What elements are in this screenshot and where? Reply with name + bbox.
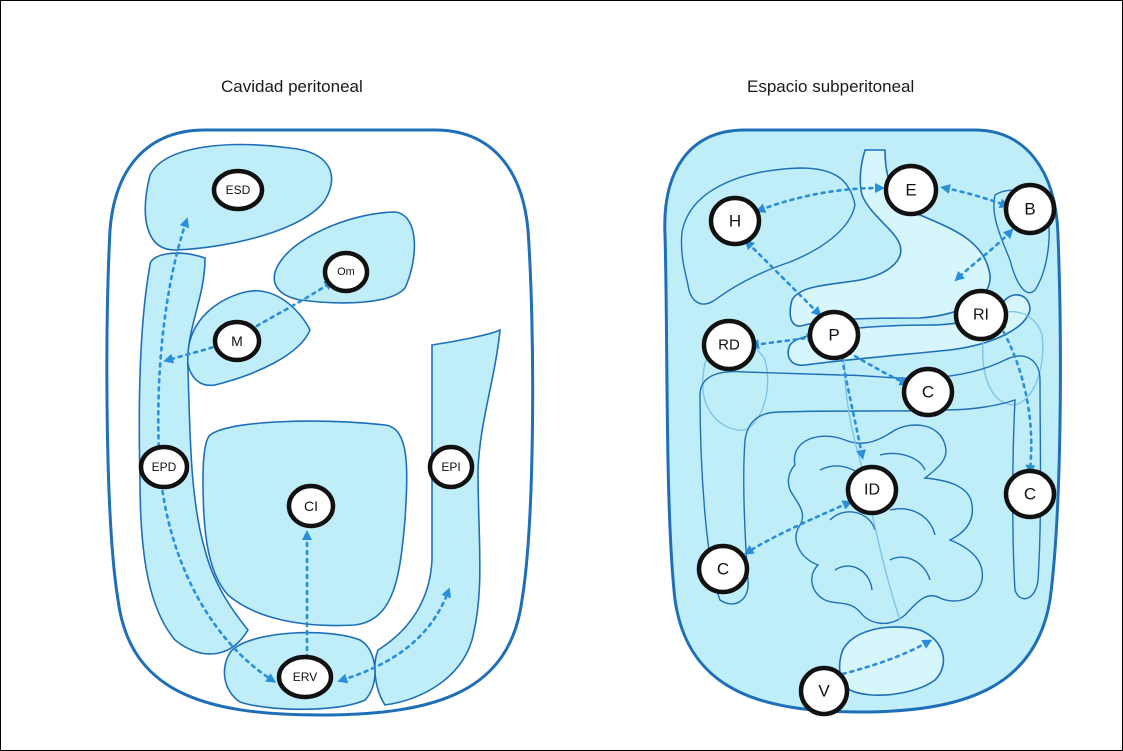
right-panel: E B H RI P RD C ID [665,130,1061,714]
node-ri-label: RI [973,307,989,324]
left-panel-title: Cavidad peritoneal [221,77,363,96]
node-id[interactable]: ID [848,467,896,513]
node-m-label: M [231,333,243,349]
node-b-label: B [1024,200,1035,219]
node-e[interactable]: E [886,166,936,214]
node-ci[interactable]: CI [289,486,333,526]
node-erv-label: ERV [293,670,317,684]
node-v[interactable]: V [801,668,847,714]
node-h[interactable]: H [711,198,759,244]
node-h-label: H [729,212,741,231]
node-om-label: Om [337,266,355,278]
node-e-label: E [905,181,916,200]
node-ci-label: CI [304,498,318,514]
node-v-label: V [818,682,830,701]
right-panel-title: Espacio subperitoneal [747,77,914,96]
node-c-right[interactable]: C [1006,471,1054,517]
node-b[interactable]: B [1006,185,1054,233]
node-c-left-label: C [717,560,729,579]
left-panel: ESD Om M EPD CI EPI ERV [107,130,533,715]
node-epd[interactable]: EPD [141,447,187,487]
node-p[interactable]: P [810,312,858,358]
node-ri[interactable]: RI [956,291,1006,339]
node-rd-label: RD [718,337,740,354]
node-epi-label: EPI [441,460,460,474]
node-esd[interactable]: ESD [214,171,262,209]
node-c-upper-label: C [922,383,934,402]
node-esd-label: ESD [226,183,251,197]
node-epd-label: EPD [152,460,177,474]
node-p-label: P [828,326,839,345]
node-c-right-label: C [1024,485,1036,504]
bladder-outline [840,627,944,695]
node-epi[interactable]: EPI [430,447,472,487]
node-c-left[interactable]: C [699,546,747,592]
node-rd[interactable]: RD [704,321,754,369]
node-erv[interactable]: ERV [279,657,331,697]
node-c-upper[interactable]: C [904,369,952,415]
node-om[interactable]: Om [325,253,367,291]
node-id-label: ID [864,482,880,499]
node-m[interactable]: M [215,322,259,360]
